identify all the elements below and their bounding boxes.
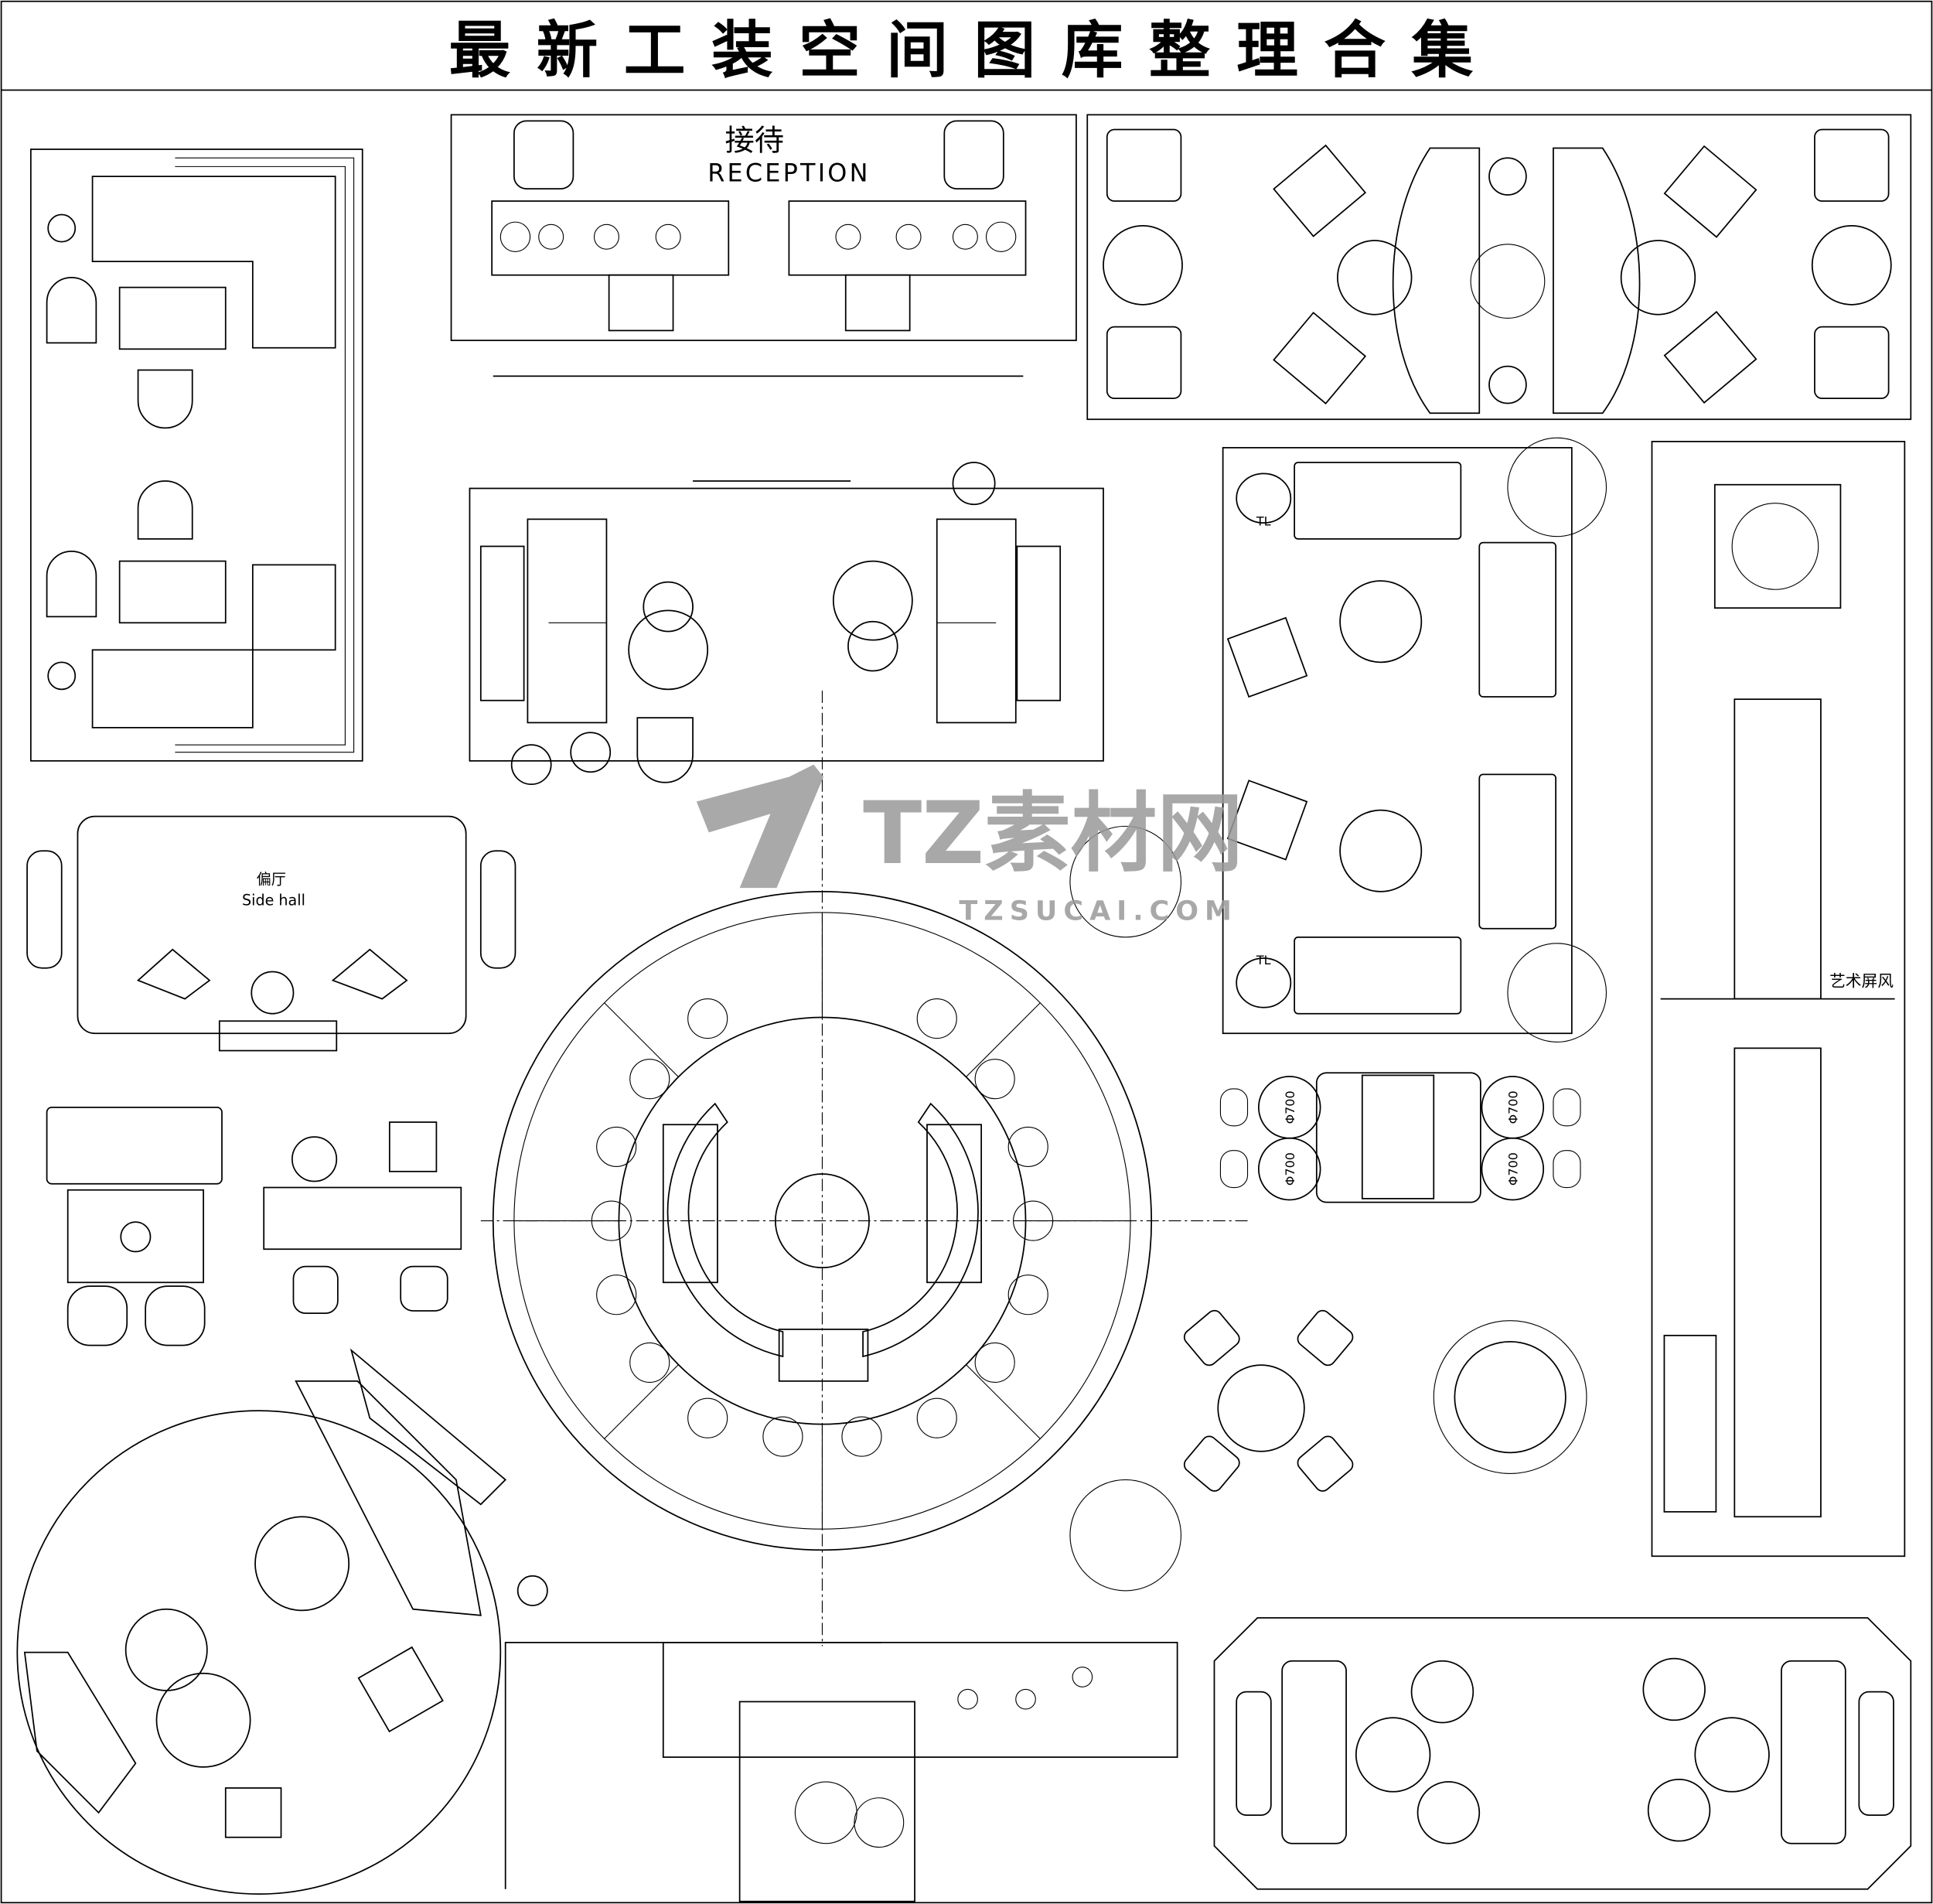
side-hall-block: 偏厅 Side hall	[26, 815, 516, 1052]
plant-icon	[1069, 825, 1181, 938]
round-lounge-block	[16, 1348, 548, 1895]
lamp-label-top: TL	[1256, 514, 1271, 528]
watermark-url: TZSUCAI.COM	[959, 896, 1237, 927]
art-screen-label: 艺术屏风	[1829, 972, 1894, 991]
lounge-block: TL TL	[1222, 437, 1607, 1042]
office-desk-block	[46, 1107, 462, 1346]
lamp-label-bottom: TL	[1256, 953, 1271, 967]
reception-block: 接待 RECEPTION	[450, 114, 1077, 377]
watermark: TZ素材网 TZSUCAI.COM	[696, 764, 1243, 927]
art-screen-block: 艺术屏风	[1651, 441, 1906, 1558]
table-size-label: Φ700	[1506, 1152, 1521, 1186]
round-tables-block	[1069, 825, 1587, 1592]
side-hall-cn-label: 偏厅	[257, 870, 286, 888]
octagon-lounge-block	[1213, 1617, 1912, 1890]
table-size-label: Φ700	[1283, 1090, 1297, 1124]
table-size-label: Φ700	[1506, 1090, 1521, 1124]
bar-counter-block	[504, 1641, 1178, 1902]
dining-tables-block: Φ700 Φ700 Φ700 Φ700	[1219, 1072, 1581, 1203]
meeting-block	[469, 462, 1104, 786]
sheet-title: 最新工装空间图库整理合集	[448, 15, 1498, 87]
plant-icon	[1069, 1479, 1181, 1592]
circular-dining-block	[480, 690, 1252, 1646]
vip-lounge-block	[1086, 114, 1912, 421]
side-hall-en-label: Side hall	[242, 891, 305, 909]
watermark-logo-icon	[696, 764, 824, 889]
reception-en-label: RECEPTION	[707, 159, 870, 188]
reception-cn-label: 接待	[725, 124, 785, 159]
table-size-label: Φ700	[1283, 1152, 1297, 1186]
watermark-brand: TZ素材网	[863, 783, 1243, 884]
office-lounge-block	[29, 148, 363, 762]
